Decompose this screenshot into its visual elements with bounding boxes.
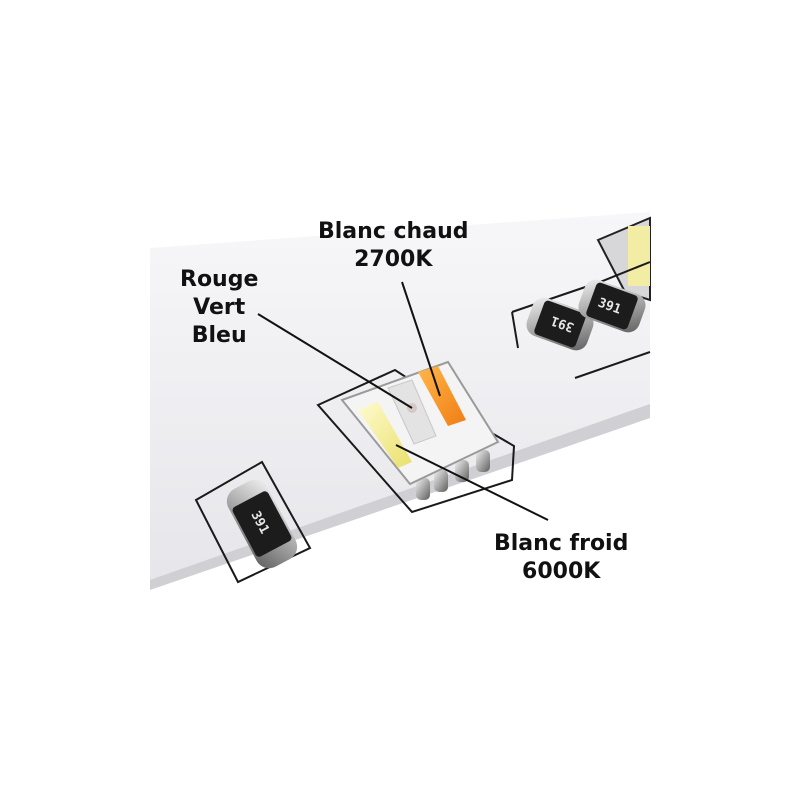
label-warm-white-temp: 2700K xyxy=(354,247,433,272)
warm-white-die xyxy=(418,366,466,426)
label-rgb: Rouge Vert Bleu xyxy=(180,266,258,350)
label-rgb-blue: Bleu xyxy=(191,323,247,348)
smd-led-rgbww xyxy=(316,360,516,514)
callout-line-cold xyxy=(395,444,549,521)
label-warm-white: Blanc chaud 2700K xyxy=(318,218,468,274)
callout-line-warm xyxy=(401,281,441,397)
label-warm-white-name: Blanc chaud xyxy=(318,219,469,244)
label-cold-white: Blanc froid 6000K xyxy=(494,530,628,586)
resistor-bottom-left: 391 xyxy=(194,460,312,584)
label-cold-white-name: Blanc froid xyxy=(494,531,629,556)
resistor-pair-top-right: 391 391 xyxy=(511,261,651,379)
label-rgb-red: Rouge xyxy=(180,267,259,292)
callout-lines xyxy=(257,281,549,521)
callout-line-rgb xyxy=(257,313,413,409)
label-cold-white-temp: 6000K xyxy=(522,559,601,584)
label-rgb-green: Vert xyxy=(193,295,246,320)
cold-white-die xyxy=(358,402,412,468)
